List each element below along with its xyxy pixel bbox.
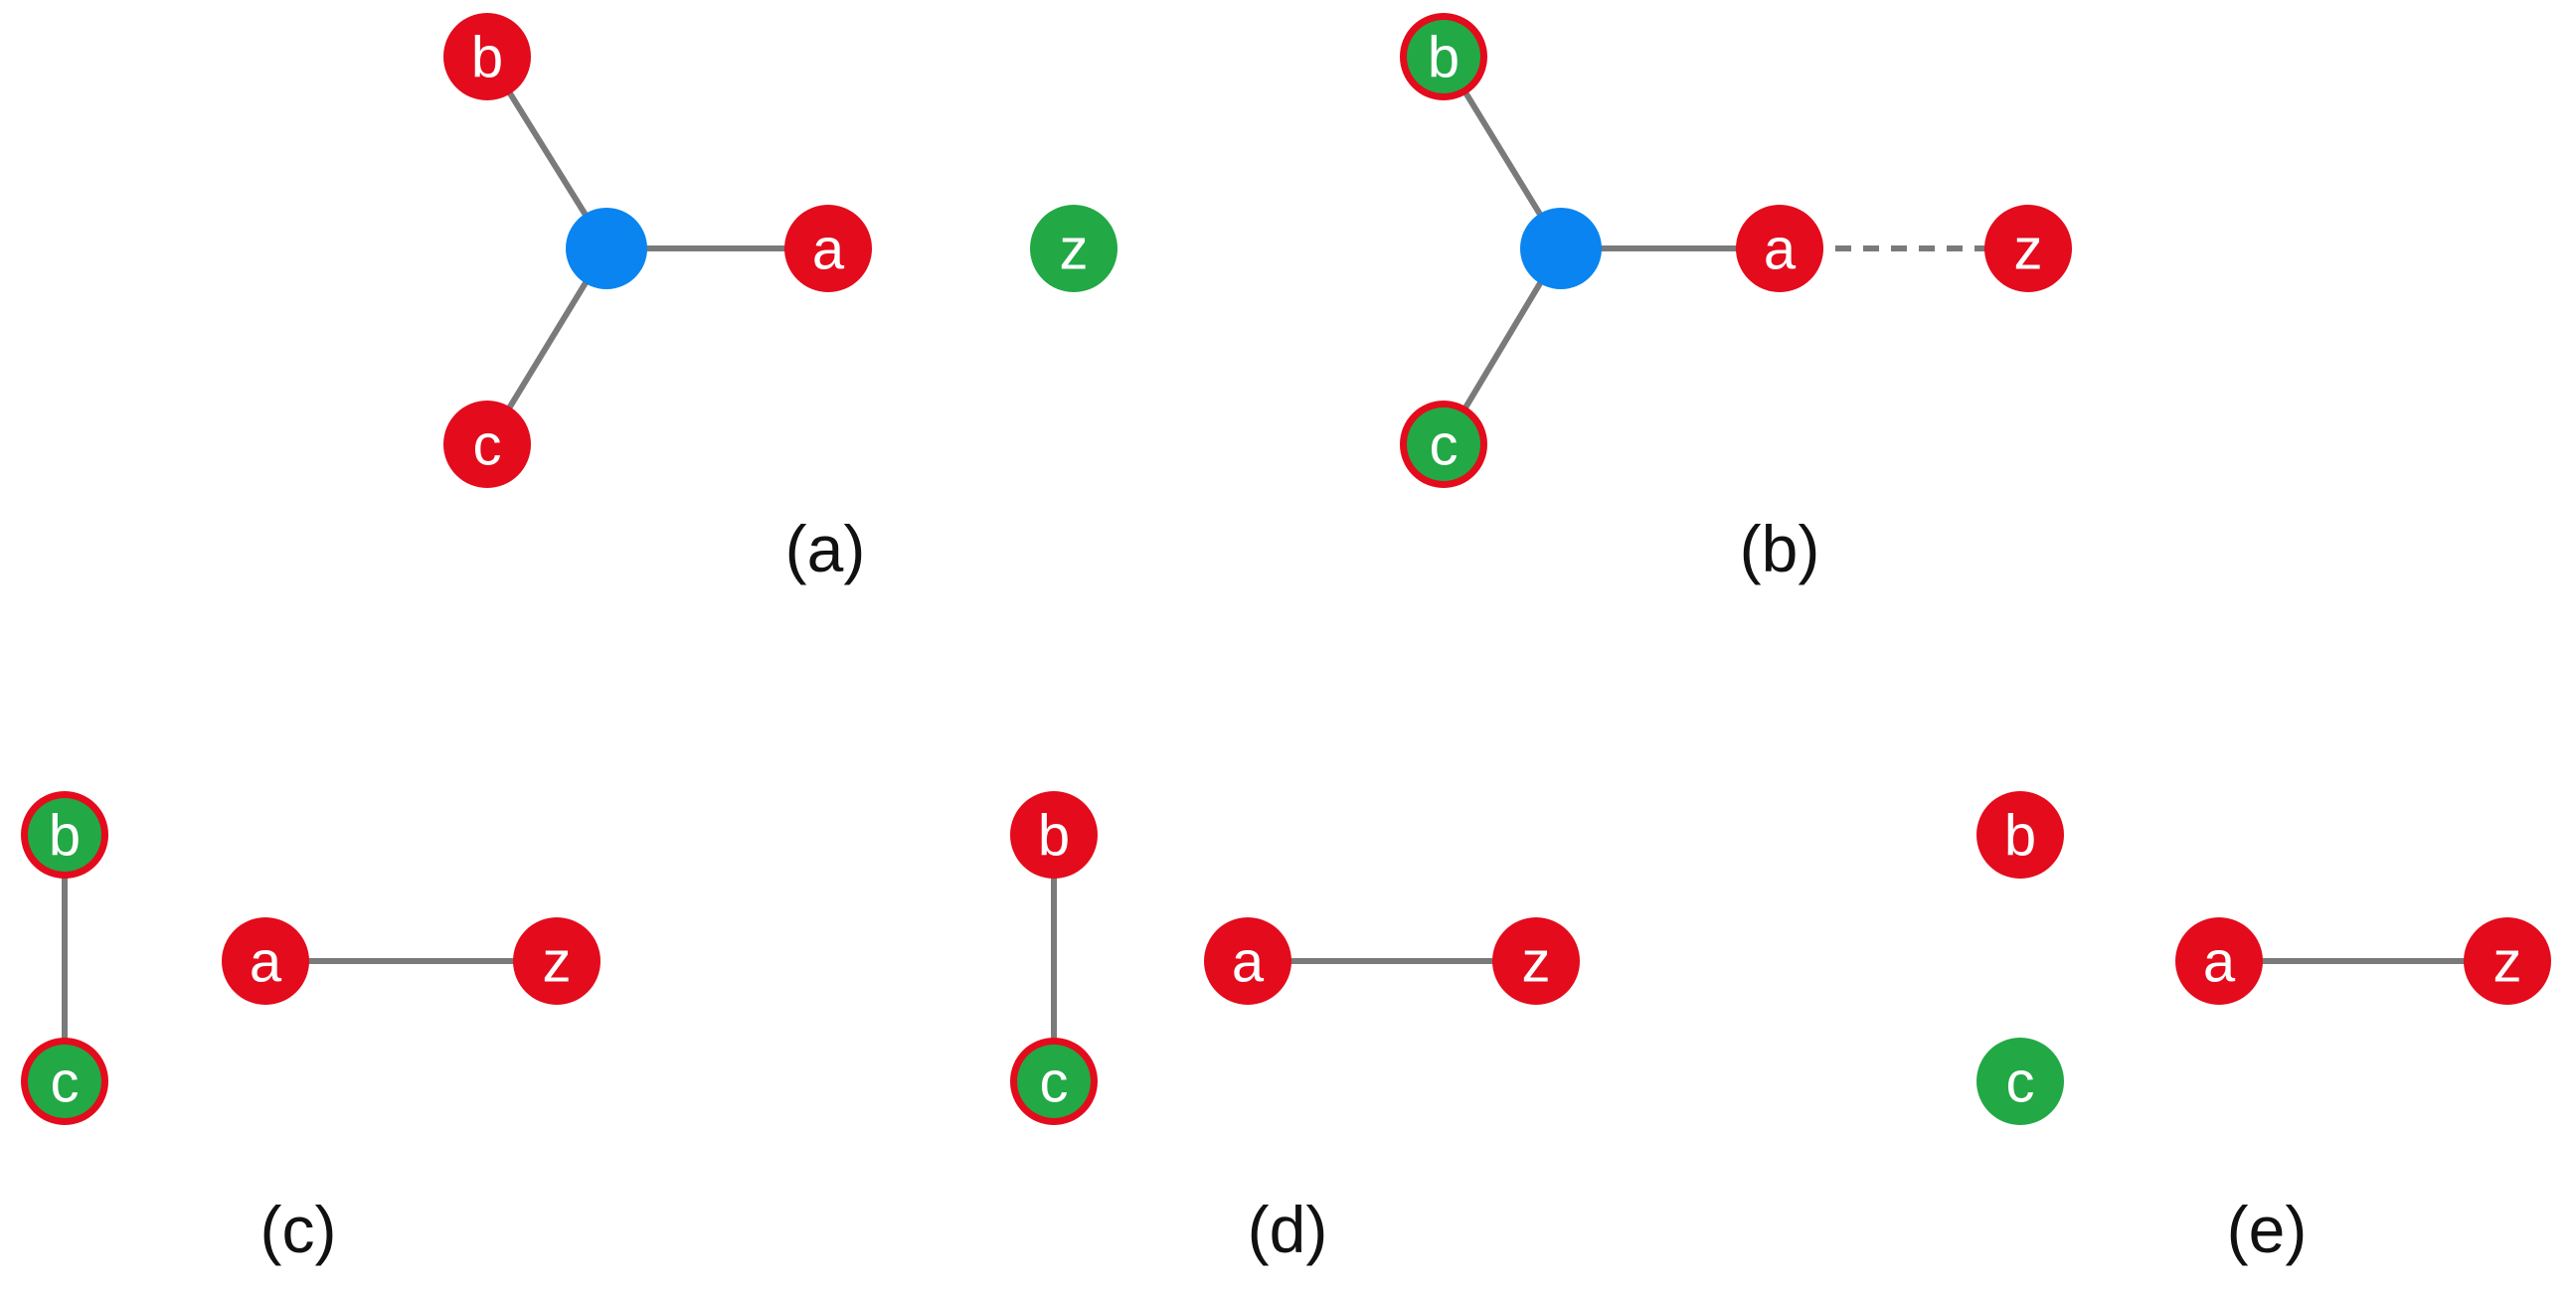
- node-b-label: b: [1038, 804, 1070, 869]
- node-b-label: b: [1428, 26, 1460, 90]
- node-b: b: [21, 791, 108, 879]
- node-z: z: [1030, 205, 1117, 292]
- node-c-label: c: [1430, 413, 1459, 478]
- node-z-circle: [1984, 205, 2072, 292]
- node-c: c: [443, 401, 531, 488]
- node-c-label: c: [51, 1051, 80, 1115]
- node-z-label: z: [2493, 930, 2522, 995]
- panel-c: b c a z (c): [21, 791, 601, 1266]
- node-a: a: [784, 205, 872, 292]
- node-a-label: a: [2203, 930, 2236, 995]
- node-a-label: a: [812, 218, 845, 282]
- hub-node-circle: [1520, 208, 1602, 289]
- node-c-inner-fill: [1407, 407, 1480, 481]
- node-c: c: [1976, 1038, 2064, 1125]
- hub-node-circle: [566, 208, 647, 289]
- node-a-circle: [2175, 917, 2263, 1005]
- node-z-circle: [2464, 917, 2551, 1005]
- node-a-label: a: [250, 930, 282, 995]
- node-c-label: c: [2006, 1051, 2035, 1115]
- node-c-circle: [1976, 1038, 2064, 1125]
- node-z-label: z: [543, 930, 572, 995]
- node-b-inner-fill: [1407, 20, 1480, 93]
- node-a-circle: [784, 205, 872, 292]
- node-c-inner-fill: [28, 1045, 101, 1118]
- node-c-label: c: [1040, 1051, 1069, 1115]
- node-b: b: [1010, 791, 1098, 879]
- panel-caption: (a): [785, 512, 866, 585]
- node-a-circle: [1204, 917, 1291, 1005]
- node-c: c: [1010, 1038, 1098, 1125]
- node-b-circle: [1976, 791, 2064, 879]
- node-z-circle: [1492, 917, 1580, 1005]
- node-z: z: [1984, 205, 2072, 292]
- node-b-label: b: [471, 26, 503, 90]
- node-z: z: [513, 917, 601, 1005]
- node-z: z: [1492, 917, 1580, 1005]
- node-b-circle: [443, 13, 531, 100]
- panel-caption: (e): [2227, 1193, 2308, 1266]
- node-a-label: a: [1764, 218, 1797, 282]
- node-b-circle: [1010, 791, 1098, 879]
- node-z-label: z: [1060, 218, 1089, 282]
- node-b: b: [1976, 791, 2064, 879]
- node-c: c: [21, 1038, 108, 1125]
- panel-d: b c a z (d): [1010, 791, 1580, 1266]
- panel-b: b a c z (b): [1400, 13, 2072, 585]
- hub-node: [566, 208, 647, 289]
- node-c: c: [1400, 401, 1487, 488]
- node-b: b: [443, 13, 531, 100]
- node-b-label: b: [2004, 804, 2036, 869]
- node-c-inner-fill: [1017, 1045, 1091, 1118]
- node-c-circle: [443, 401, 531, 488]
- node-a: a: [2175, 917, 2263, 1005]
- node-z-label: z: [1522, 930, 1551, 995]
- node-a: a: [1204, 917, 1291, 1005]
- node-z: z: [2464, 917, 2551, 1005]
- node-a: a: [222, 917, 309, 1005]
- hub-node: [1520, 208, 1602, 289]
- panel-caption: (c): [260, 1193, 337, 1266]
- node-b-inner-fill: [28, 798, 101, 872]
- panel-caption: (b): [1740, 512, 1820, 585]
- node-z-circle: [1030, 205, 1117, 292]
- panel-e: b c a z (e): [1976, 791, 2551, 1266]
- node-a-label: a: [1232, 930, 1265, 995]
- panel-a: b a c z (a): [443, 13, 1117, 585]
- panel-caption: (d): [1248, 1193, 1328, 1266]
- node-a-circle: [222, 917, 309, 1005]
- node-b: b: [1400, 13, 1487, 100]
- node-a-circle: [1736, 205, 1823, 292]
- node-a: a: [1736, 205, 1823, 292]
- node-b-label: b: [49, 804, 81, 869]
- node-c-label: c: [473, 413, 502, 478]
- node-z-circle: [513, 917, 601, 1005]
- node-z-label: z: [2014, 218, 2043, 282]
